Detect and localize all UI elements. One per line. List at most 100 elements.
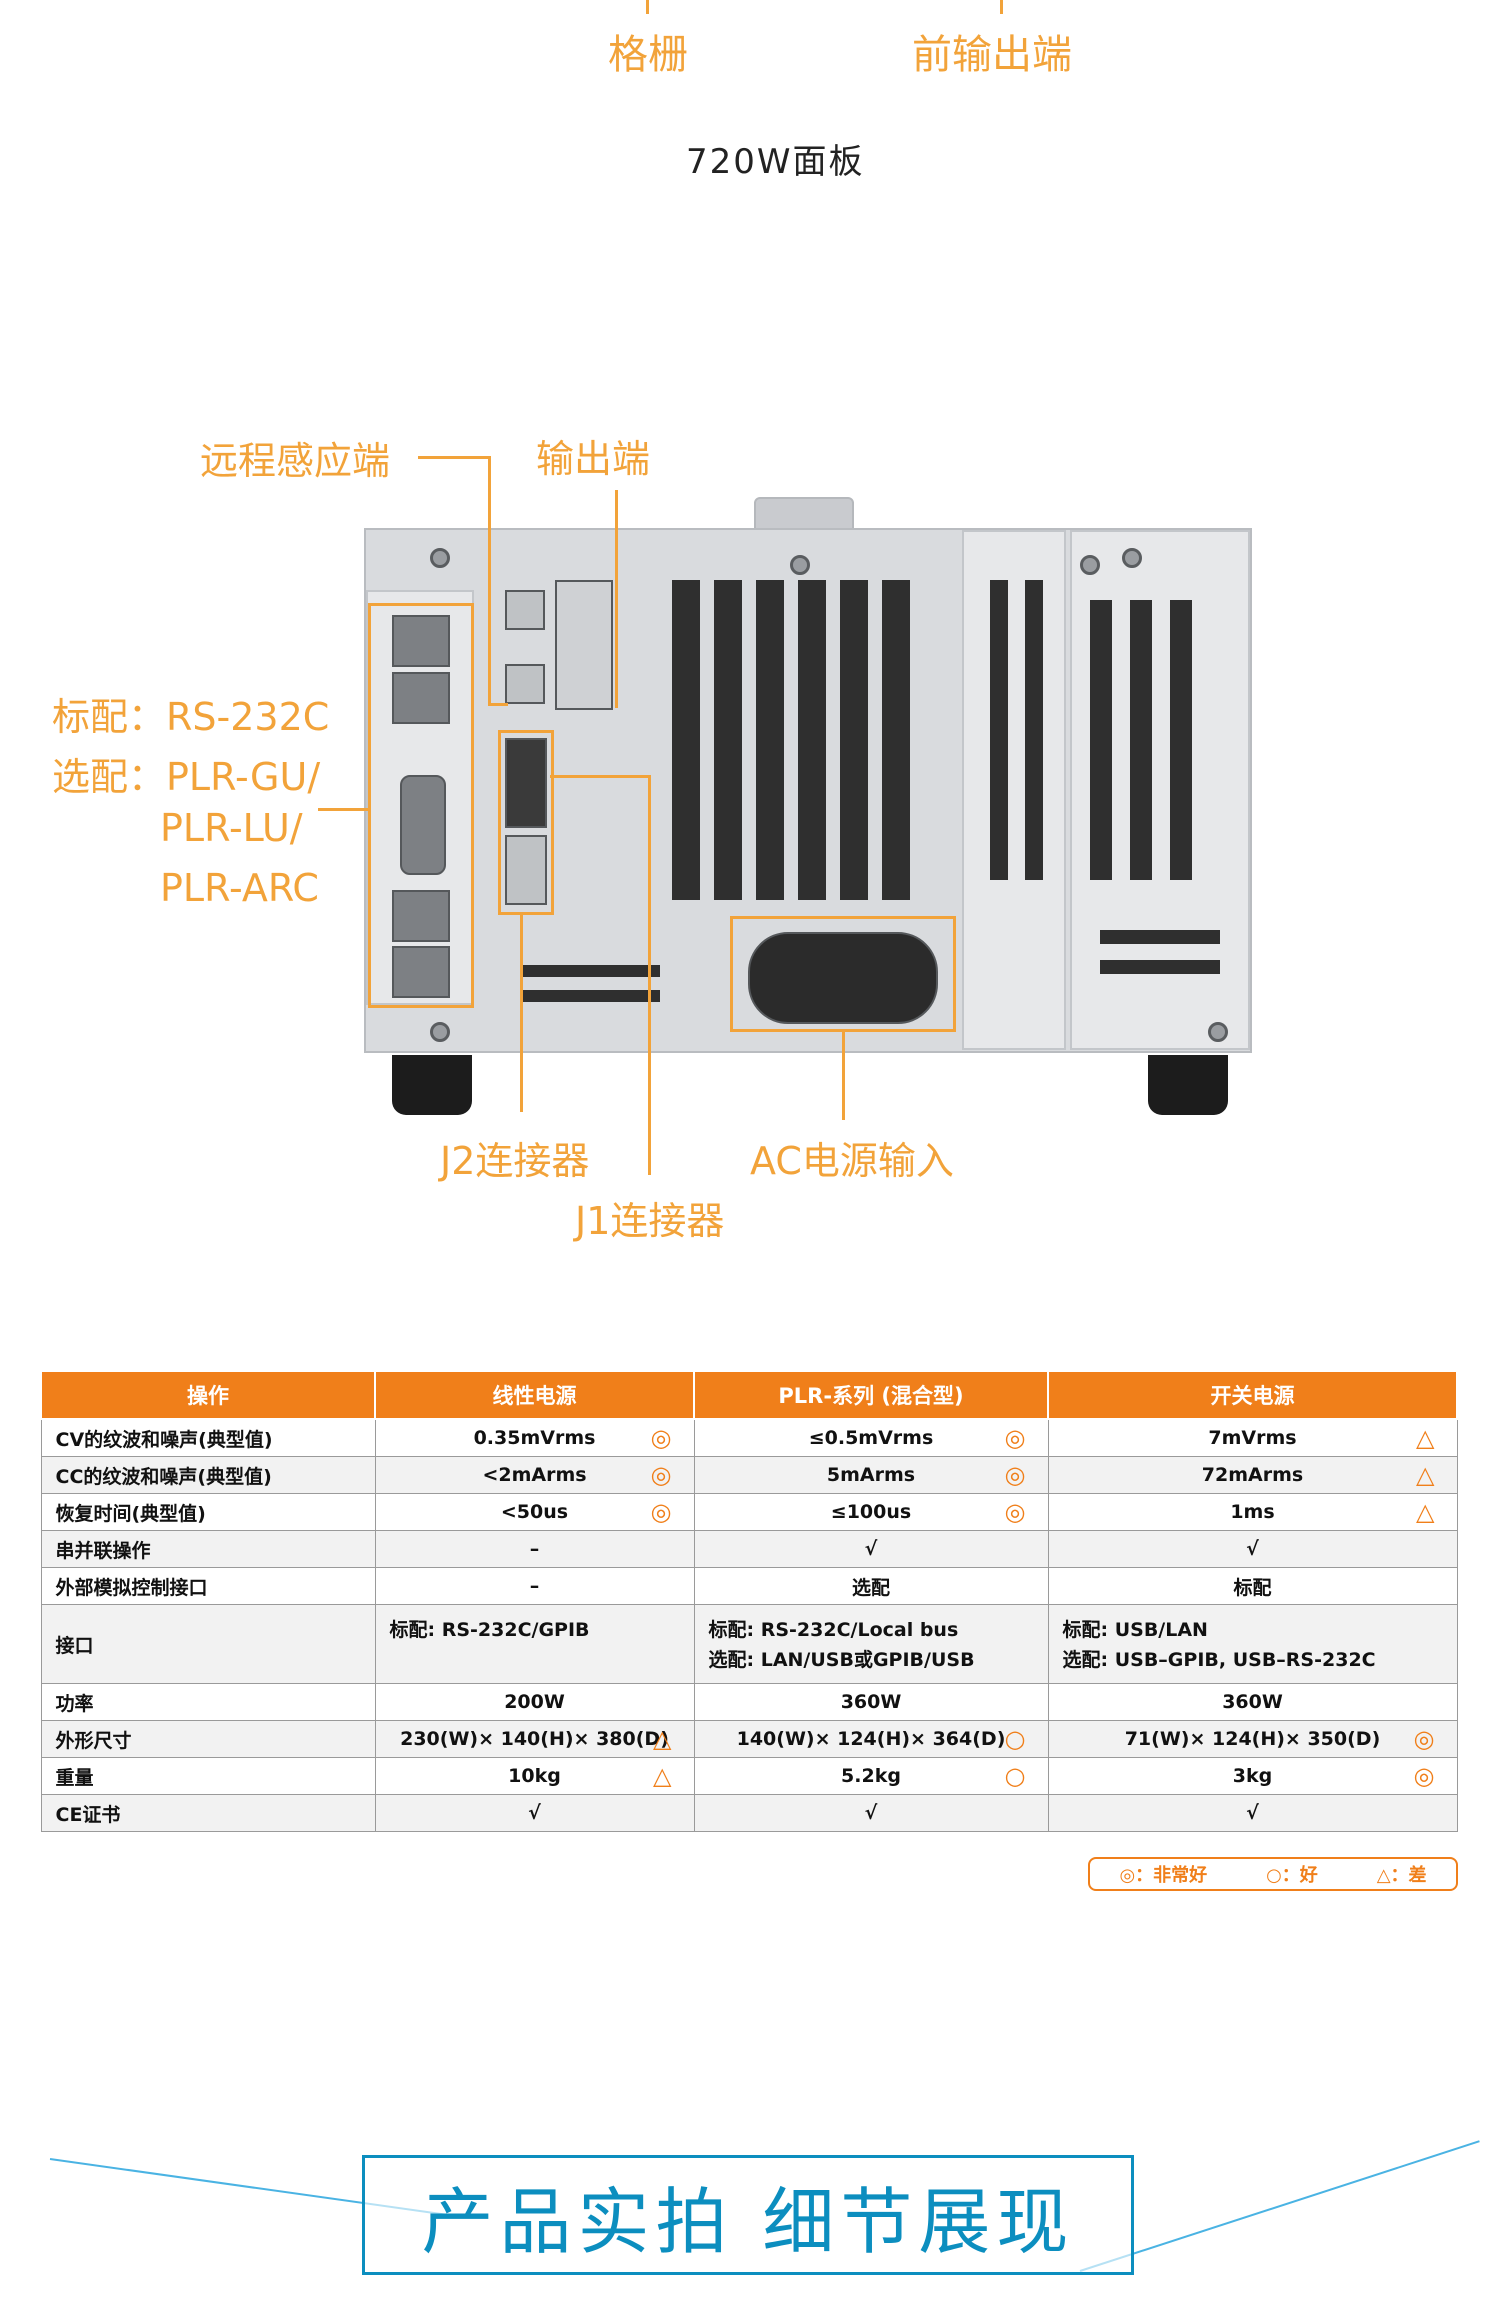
rj45-port	[392, 890, 450, 942]
panel-caption: 720W面板	[686, 142, 865, 182]
front-output-label: 前输出端	[912, 32, 1072, 78]
leader-line	[488, 456, 491, 706]
leader-line	[488, 703, 508, 706]
table-cell: 0.35mVrms◎	[374, 1418, 695, 1457]
row-label: 恢复时间(典型值)	[40, 1493, 376, 1531]
comparison-table: 操作 线性电源 PLR-系列 (混合型) 开关电源 CV的纹波和噪声(典型值) …	[40, 1370, 1458, 1832]
standard-interface-label: 标配：RS-232C	[52, 695, 330, 739]
vent-slot	[520, 990, 660, 1002]
table-header: 操作	[40, 1370, 376, 1420]
sense-terminal	[505, 590, 545, 630]
table-cell: ≤0.5mVrms◎	[693, 1418, 1049, 1457]
row-label: 外部模拟控制接口	[40, 1567, 376, 1605]
rating-icon: △	[1416, 1424, 1435, 1452]
table-row: 接口 标配: RS-232C/GPIB 标配: RS-232C/Local bu…	[40, 1604, 1458, 1684]
rating-icon: ○	[1004, 1725, 1026, 1753]
table-cell: –	[374, 1567, 695, 1605]
table-row: CE证书 √ √ √	[40, 1794, 1458, 1832]
vent-slot	[990, 580, 1008, 880]
optional-interface-label: 选配：PLR-GU/	[52, 755, 321, 799]
ac-input-label: AC电源输入	[750, 1139, 954, 1183]
table-row: CC的纹波和噪声(典型值) <2mArms◎ 5mArms◎ 72mArms△	[40, 1456, 1458, 1494]
j-connectors-highlight	[498, 730, 554, 915]
rating-icon: △	[1416, 1498, 1435, 1526]
table-row: 串并联操作 – √ √	[40, 1530, 1458, 1568]
screw-icon	[1122, 548, 1142, 568]
rating-icon: ◎	[1004, 1424, 1026, 1452]
vent-slot	[1090, 600, 1112, 880]
table-header-row: 操作 线性电源 PLR-系列 (混合型) 开关电源	[40, 1370, 1458, 1420]
ac-inlet	[748, 932, 938, 1024]
table-cell: 140(W)× 124(H)× 364(D)○	[693, 1720, 1049, 1758]
leader-line	[615, 490, 618, 708]
vent-slot	[714, 580, 742, 900]
rating-icon: ◎	[1413, 1725, 1435, 1753]
row-label: CV的纹波和噪声(典型值)	[40, 1418, 376, 1457]
sense-terminal	[505, 664, 545, 704]
ac-inlet-highlight	[730, 916, 956, 1032]
vent-slot	[1025, 580, 1043, 880]
leader-line	[842, 1032, 845, 1120]
table-cell: √	[1047, 1530, 1458, 1568]
rating-icon: ◎	[650, 1461, 672, 1489]
vent-slot	[1130, 600, 1152, 880]
table-header: PLR-系列 (混合型)	[693, 1370, 1049, 1420]
screw-icon	[1080, 555, 1100, 575]
vent-slot	[798, 580, 826, 900]
table-cell: 7mVrms△	[1047, 1418, 1458, 1457]
rating-icon: ◎	[650, 1498, 672, 1526]
row-label: 重量	[40, 1757, 376, 1795]
comm-highlight-box	[368, 603, 474, 1008]
row-label: CC的纹波和噪声(典型值)	[40, 1456, 376, 1494]
vent-slot	[1100, 930, 1220, 944]
rj45-port	[392, 946, 450, 998]
optional-interface-label: PLR-LU/	[160, 806, 303, 850]
leader-line	[318, 808, 368, 811]
db9-port	[400, 775, 446, 875]
row-label: CE证书	[40, 1794, 376, 1832]
j2-connector	[505, 835, 547, 905]
table-row: 恢复时间(典型值) <50us◎ ≤100us◎ 1ms△	[40, 1493, 1458, 1531]
front-output-tick	[1000, 0, 1003, 14]
row-label: 功率	[40, 1683, 376, 1721]
leader-line	[520, 912, 523, 1112]
device-handle	[754, 497, 854, 531]
vent-slot	[520, 965, 660, 977]
screw-icon	[430, 1022, 450, 1042]
table-cell: √	[374, 1794, 695, 1832]
table-cell: √	[693, 1530, 1049, 1568]
grille-label: 格栅	[608, 32, 688, 78]
table-cell: 1ms△	[1047, 1493, 1458, 1531]
rating-icon: △	[653, 1762, 672, 1790]
table-cell: 标配: RS-232C/GPIB	[374, 1604, 695, 1684]
leader-line	[418, 456, 490, 459]
table-cell: 71(W)× 124(H)× 350(D)◎	[1047, 1720, 1458, 1758]
table-cell: 200W	[374, 1683, 695, 1721]
vent-slot	[882, 580, 910, 900]
rating-icon: △	[1416, 1461, 1435, 1489]
table-cell: 360W	[693, 1683, 1049, 1721]
row-label: 外形尺寸	[40, 1720, 376, 1758]
grille-tick	[646, 0, 649, 14]
output-terminal-block	[555, 580, 613, 710]
table-cell: 3kg◎	[1047, 1757, 1458, 1795]
remote-sense-label: 远程感应端	[200, 439, 391, 483]
rating-icon: ◎	[1413, 1762, 1435, 1790]
j1-label: J1连接器	[575, 1199, 725, 1243]
table-cell: √	[1047, 1794, 1458, 1832]
screw-icon	[430, 548, 450, 568]
device-foot	[392, 1055, 472, 1115]
legend-poor: △：差	[1376, 1865, 1427, 1886]
table-cell: <50us◎	[374, 1493, 695, 1531]
output-label: 输出端	[536, 437, 651, 481]
legend-good: ○：好	[1266, 1865, 1318, 1886]
leader-line	[550, 775, 650, 778]
row-label: 串并联操作	[40, 1530, 376, 1568]
legend-very-good: ◎：非常好	[1119, 1865, 1208, 1886]
table-cell: 10kg△	[374, 1757, 695, 1795]
rating-icon: ◎	[650, 1424, 672, 1452]
rating-legend: ◎：非常好 ○：好 △：差	[1088, 1857, 1458, 1891]
section-banner: 产品实拍 细节展现	[362, 2155, 1134, 2275]
